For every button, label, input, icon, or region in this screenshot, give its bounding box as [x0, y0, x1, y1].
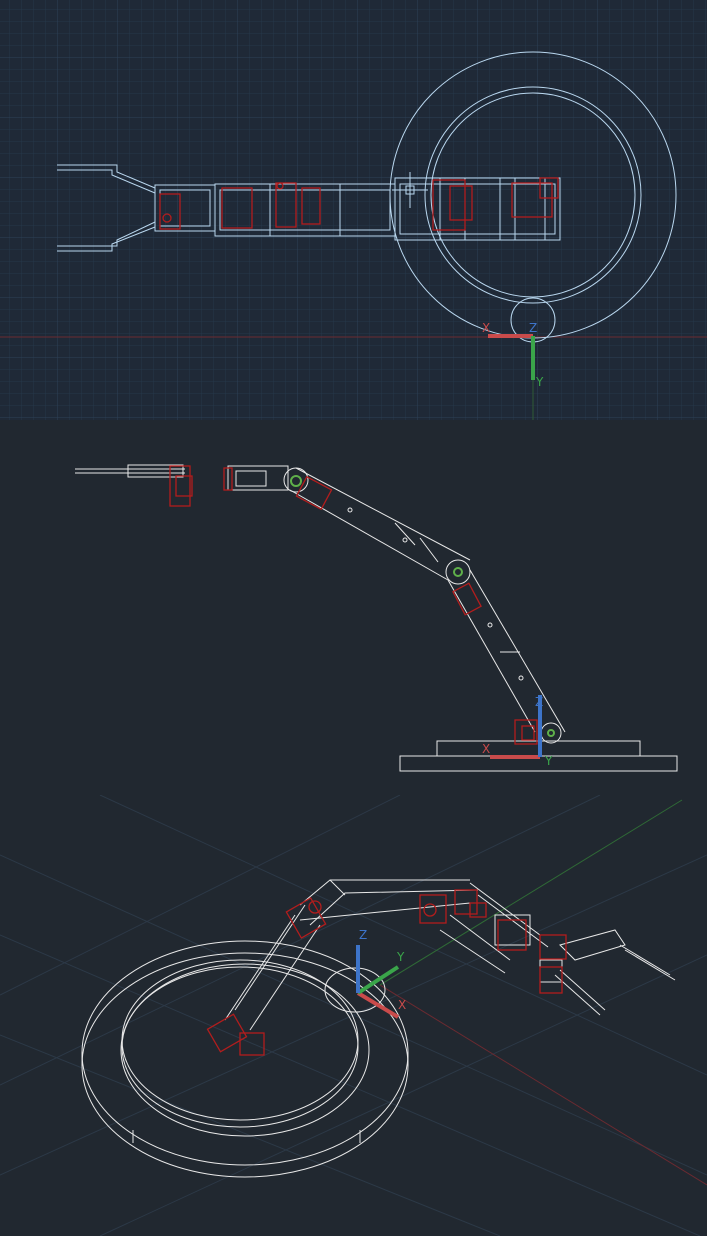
- robot-arm-iso-geometry: [81, 879, 676, 1178]
- ucs-z-label: Z: [359, 928, 367, 942]
- drawing-grid: [0, 0, 707, 420]
- x-origin-line: [379, 984, 707, 1186]
- y-origin-line: [379, 799, 683, 986]
- ucs-y-label: Y: [396, 950, 405, 964]
- robot-arm-front-geometry: [75, 464, 678, 772]
- iso-grid: [0, 795, 707, 1236]
- ucs-icon-top: X Y Z: [482, 321, 544, 389]
- ucs-icon-iso: X Y Z: [356, 928, 406, 1019]
- servo-motors-top: [159, 177, 559, 231]
- servo-motors-iso: [206, 889, 567, 1056]
- ucs-x-label: X: [482, 742, 490, 756]
- ucs-x-label: X: [482, 321, 490, 335]
- iso-viewport[interactable]: X Y Z: [0, 795, 707, 1236]
- front-viewport[interactable]: X Z Y: [0, 420, 707, 795]
- ucs-z-label: Z: [535, 695, 543, 709]
- ucs-icon-front: X Z Y: [482, 695, 553, 768]
- ucs-y-label: Y: [535, 375, 544, 389]
- top-viewport[interactable]: X Y Z: [0, 0, 707, 420]
- servo-motors-front: [169, 465, 538, 745]
- ucs-z-label: Z: [529, 321, 537, 335]
- ucs-x-label: X: [398, 998, 406, 1012]
- top-view-canvas[interactable]: X Y Z: [0, 0, 707, 420]
- iso-view-canvas[interactable]: X Y Z: [0, 795, 707, 1236]
- front-view-canvas[interactable]: X Z Y: [0, 420, 707, 795]
- ucs-y-label: Y: [544, 754, 553, 768]
- joint-markers-front: [290, 475, 555, 737]
